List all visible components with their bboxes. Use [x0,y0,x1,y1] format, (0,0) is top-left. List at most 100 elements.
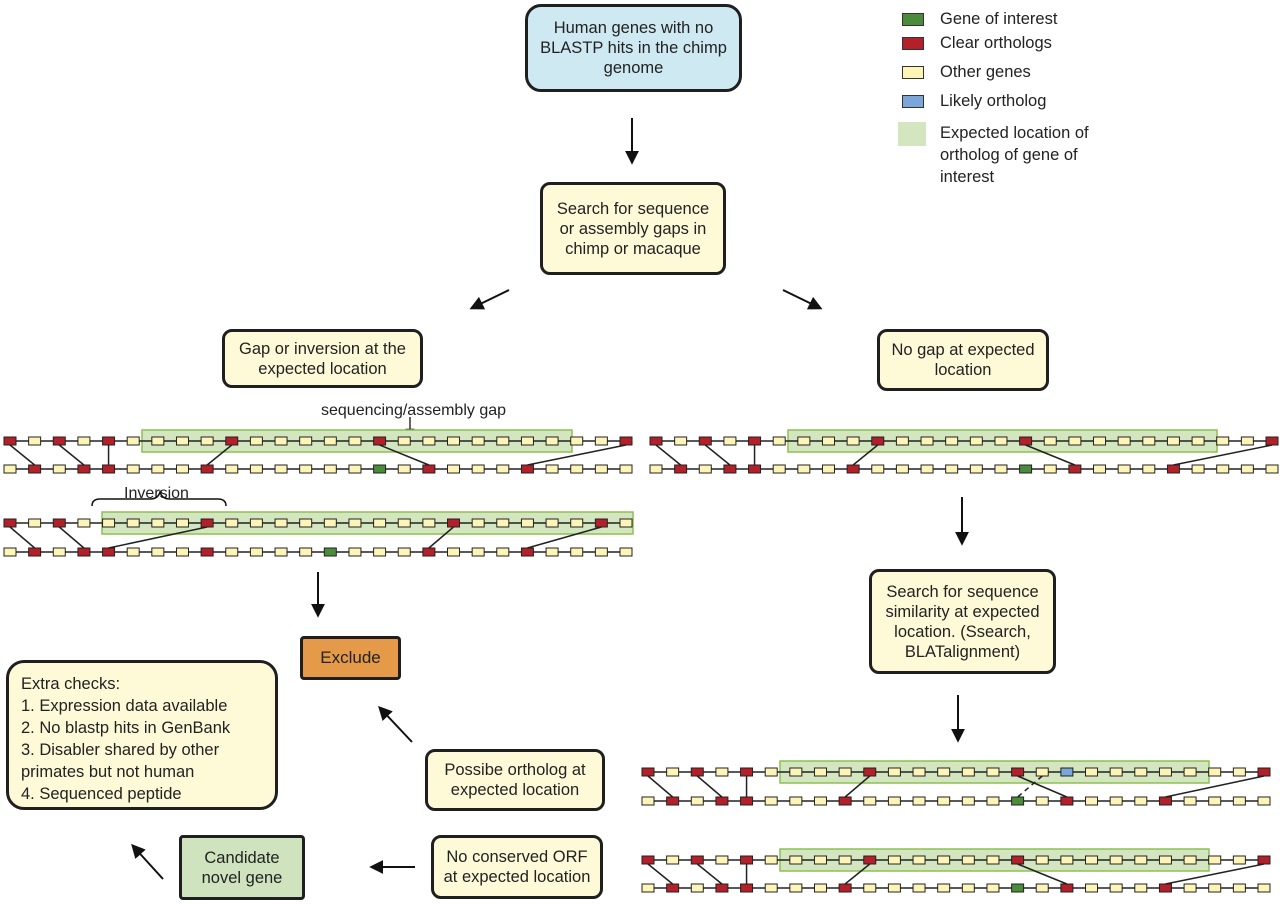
left-track-2-top-gene-11 [274,518,288,528]
result-track-2-top-gene-13 [961,855,975,865]
result-track-2-bottom-gene-9 [863,883,877,893]
result-track-1-top-gene-8 [838,767,852,777]
right-track-1-bottom-gene-22 [1191,464,1205,474]
result-track-1-top-gene-5 [764,767,778,777]
legend-swatch-likely [902,95,924,108]
result-track-1-ortholog-link-1 [696,775,723,798]
result-track-1-top-gene-18 [1085,767,1099,777]
right-track-1-ortholog-link-0 [655,444,682,466]
result-track-2-top-gene-3 [715,855,729,865]
left-track-1-bottom-gene-2 [52,464,66,474]
left-track-2-top-gene-1 [28,518,42,528]
left-track-2-bottom-gene-23 [570,547,584,557]
extra-check-item-1: 1. Expression data available [21,697,228,715]
left-track-2-top-gene-5 [126,518,140,528]
left-track-1-top-gene-2 [52,436,66,446]
left-track-1-top-gene-17 [422,436,436,446]
left-track-1-bottom-gene-7 [175,464,189,474]
right-track-1-top-gene-23 [1216,436,1230,446]
left-track-1-top-gene-8 [200,436,214,446]
left-track-2-ortholog-link-1 [58,526,85,549]
left-track-2-top-gene-4 [102,518,116,528]
right-track-1-ortholog-link-3 [852,444,879,466]
right-track-1-bottom-gene-3 [723,464,737,474]
result-track-2-top-gene-23 [1208,855,1222,865]
right-track-1-top-gene-11 [920,436,934,446]
left-track-2-bottom-gene-25 [619,547,633,557]
right-track-1-bottom-gene-12 [945,464,959,474]
result-track-1-top-gene-11 [912,767,926,777]
left-track-1-bottom-gene-23 [570,464,584,474]
left-track-1-bottom-gene-8 [200,464,214,474]
result-track-1-bottom-gene-4 [740,796,754,806]
result-track-2-top-gene-7 [813,855,827,865]
left-track-2-top-gene-8 [200,518,214,528]
left-track-1-top-gene-15 [373,436,387,446]
right-track-1-bottom-gene-20 [1142,464,1156,474]
result-track-1-bottom-gene-18 [1085,796,1099,806]
right-track-1-bottom-gene-14 [994,464,1008,474]
result-track-1-bottom-gene-14 [986,796,1000,806]
left-track-2-top-gene-13 [323,518,337,528]
result-track-2-ortholog-link-5 [1165,863,1265,885]
left-track-1-top-gene-3 [77,436,91,446]
result-track-2-top-gene-10 [887,855,901,865]
result-track-1-bottom-gene-25 [1257,796,1271,806]
legend-swatch-region [898,122,926,146]
left-track-1-top-gene-5 [126,436,140,446]
left-track-2-bottom-gene-5 [126,547,140,557]
right-track-1-top-gene-15 [1019,436,1033,446]
result-track-2-top-gene-20 [1134,855,1148,865]
result-track-2-top-gene-24 [1232,855,1246,865]
result-track-1-ortholog-link-0 [647,775,674,798]
result-track-1-bottom-gene-0 [641,796,655,806]
right-track-1-bottom-gene-25 [1265,464,1279,474]
result-track-1-bottom-gene-5 [764,796,778,806]
start-text: Human genes with no BLASTP hits in the c… [540,19,727,77]
left-track-2-bottom-gene-0 [3,547,17,557]
right-track-1-bottom-gene-6 [797,464,811,474]
result-track-1-bottom-gene-23 [1208,796,1222,806]
result-track-2-bottom-gene-25 [1257,883,1271,893]
result-track-2-top-gene-0 [641,855,655,865]
left-track-1-top-gene-24 [594,436,608,446]
right-track-1-top-gene-4 [748,436,762,446]
no-conserved-orf-box: No conserved ORF at expected location [431,835,603,899]
right-track-1-ortholog-link-1 [704,444,731,466]
arrow-to-gap-inversion [469,289,510,310]
legend-label-interest: Gene of interest [940,10,1058,28]
result-track-1-bottom-gene-11 [912,796,926,806]
left-track-2-bottom-gene-24 [594,547,608,557]
left-track-1-top-gene-10 [249,436,263,446]
left-track-1-bottom-gene-20 [496,464,510,474]
search-gaps-box: Search for sequence or assembly gaps in … [540,182,726,275]
legend-label-likely: Likely ortholog [940,92,1047,110]
left-track-1-top-gene-1 [28,436,42,446]
legend-label-other: Other genes [940,63,1031,81]
right-track-1-bottom-gene-7 [821,464,835,474]
result-track-1-top-gene-22 [1183,767,1197,777]
result-track-1-top-gene-7 [813,767,827,777]
left-track-2-top-gene-16 [397,518,411,528]
right-track-1-top-gene-14 [994,436,1008,446]
legend-swatch-interest [902,13,924,26]
right-track-1-top-gene-0 [649,436,663,446]
result-track-2-bottom-gene-16 [1035,883,1049,893]
left-track-1-top-gene-7 [175,436,189,446]
result-track-1-top-gene-2 [690,767,704,777]
result-track-1-bottom-gene-13 [961,796,975,806]
search-similarity-text: Search for sequence similarity at expect… [885,582,1040,661]
result-track-1-bottom-gene-19 [1109,796,1123,806]
left-track-2-top-gene-20 [496,518,510,528]
left-track-1-bottom-gene-25 [619,464,633,474]
result-track-2-bottom-gene-18 [1085,883,1099,893]
left-track-2-ortholog-link-0 [9,526,36,549]
right-track-1-bottom-gene-8 [846,464,860,474]
left-track-2-bottom-gene-12 [299,547,313,557]
left-track-1-bottom-gene-10 [249,464,263,474]
start-box: Human genes with no BLASTP hits in the c… [525,4,742,92]
left-track-2-bottom-gene-22 [545,547,559,557]
result-track-2-bottom-gene-21 [1158,883,1172,893]
left-track-1-bottom-gene-16 [397,464,411,474]
